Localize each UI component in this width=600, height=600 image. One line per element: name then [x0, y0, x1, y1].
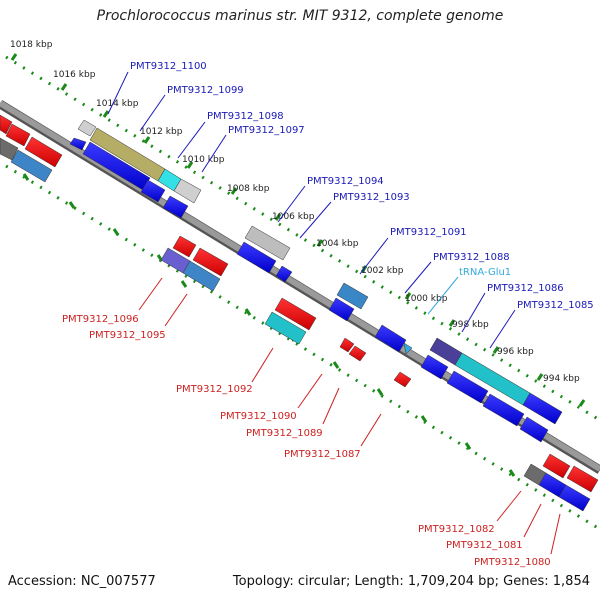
gene-arrow	[542, 453, 571, 479]
forward-genes	[69, 119, 563, 443]
gene-arrow	[0, 114, 13, 135]
gene-label: PMT9312_1099	[167, 85, 244, 96]
gene-arrow	[24, 136, 63, 168]
gene-label: PMT9312_1085	[517, 300, 594, 311]
tick-label: 1014 kbp	[96, 99, 139, 109]
gene-label: PMT9312_1094	[307, 176, 384, 187]
tick-mark	[536, 373, 544, 381]
trna-leader	[427, 276, 459, 315]
gene-label: PMT9312_1089	[246, 428, 323, 439]
tick-mark	[230, 187, 238, 195]
tick-mark	[448, 319, 456, 327]
gene-arrow	[69, 137, 87, 151]
gene-label: PMT9312_1081	[446, 540, 523, 551]
gene-label: PMT9312_1086	[487, 283, 564, 294]
gene-label: PMT9312_1095	[89, 330, 166, 341]
gene-arrow	[275, 265, 293, 283]
gene-arrow	[236, 241, 277, 274]
forward-gene-labels: PMT9312_1100 PMT9312_1099 PMT9312_1098 P…	[130, 61, 594, 311]
gene-label: PMT9312_1082	[418, 524, 495, 535]
tick-label: 998 kbp	[452, 320, 489, 330]
gene-arrow	[558, 484, 591, 512]
gene-arrow	[403, 342, 413, 355]
gene-label: PMT9312_1080	[474, 557, 551, 568]
tick-mark	[186, 161, 194, 169]
gene-arrow	[77, 119, 97, 137]
gene-label: PMT9312_1092	[176, 384, 253, 395]
gene-arrow	[274, 297, 317, 331]
tick-mark	[578, 399, 586, 407]
reverse-genes	[0, 114, 599, 512]
tick-label: 1006 kbp	[272, 212, 315, 222]
tick-label: 1004 kbp	[316, 239, 359, 249]
tick-line-top	[5, 55, 599, 421]
gene-arrow	[339, 337, 355, 353]
summary-text: Topology: circular; Length: 1,709,204 bp…	[232, 574, 590, 589]
gene-arrow	[446, 370, 489, 404]
gene-label: PMT9312_1091	[390, 227, 467, 238]
gene-arrow	[420, 354, 449, 380]
tick-label: 1002 kbp	[361, 266, 404, 276]
gene-arrow	[336, 282, 369, 310]
gene-arrow	[393, 371, 412, 388]
reverse-gene-labels: PMT9312_1096 PMT9312_1095 PMT9312_1092 P…	[62, 314, 551, 568]
gene-arrow	[328, 297, 355, 322]
tick-label: 994 kbp	[543, 374, 580, 384]
tick-label: 1018 kbp	[10, 40, 53, 50]
gene-arrow	[10, 149, 53, 183]
gene-arrow	[374, 324, 407, 353]
forward-leaders	[107, 71, 516, 349]
gene-arrow	[162, 195, 189, 219]
tick-label: 996 kbp	[497, 347, 534, 357]
tick-mark	[60, 83, 68, 91]
tick-label: 1012 kbp	[140, 127, 183, 137]
gene-label: PMT9312_1090	[220, 411, 297, 422]
tick-mark	[274, 213, 282, 221]
tick-mark	[316, 239, 324, 247]
gene-arrow	[522, 392, 563, 425]
accession-text: Accession: NC_007577	[8, 574, 156, 589]
gene-arrow	[140, 179, 166, 203]
gene-label: PMT9312_1096	[62, 314, 139, 325]
gene-arrow	[244, 225, 291, 261]
gene-arrow	[566, 465, 599, 493]
gene-arrow	[519, 416, 549, 443]
tick-mark	[10, 53, 18, 61]
gene-arrow	[172, 235, 197, 258]
reverse-leaders	[138, 277, 561, 555]
gene-label: PMT9312_1100	[130, 61, 207, 72]
trna-label: tRNA-Glu1	[459, 267, 511, 278]
gene-arrow	[348, 345, 367, 362]
gene-label: PMT9312_1098	[207, 111, 284, 122]
map-title: Prochlorococcus marinus str. MIT 9312, c…	[96, 8, 504, 24]
gene-label: PMT9312_1087	[284, 449, 361, 460]
gene-arrow	[5, 123, 31, 147]
tick-mark	[143, 136, 151, 144]
tick-label: 1008 kbp	[227, 184, 270, 194]
kbp-ticks: 1018 kbp 1016 kbp 1014 kbp 1012 kbp 1010…	[10, 40, 586, 407]
gene-arrow	[482, 393, 525, 427]
tick-mark	[102, 110, 110, 118]
gene-arrow	[182, 260, 221, 292]
tick-label: 1000 kbp	[405, 294, 448, 304]
gene-arrow	[192, 247, 229, 277]
gene-arrow	[264, 311, 307, 345]
gene-label: PMT9312_1088	[433, 252, 510, 263]
gene-label: PMT9312_1093	[333, 192, 410, 203]
gene-arrow	[173, 178, 202, 204]
tick-label: 1010 kbp	[182, 155, 225, 165]
gene-label: PMT9312_1097	[228, 125, 305, 136]
tick-mark	[404, 292, 412, 300]
tick-label: 1016 kbp	[53, 70, 96, 80]
tick-mark	[492, 346, 500, 354]
